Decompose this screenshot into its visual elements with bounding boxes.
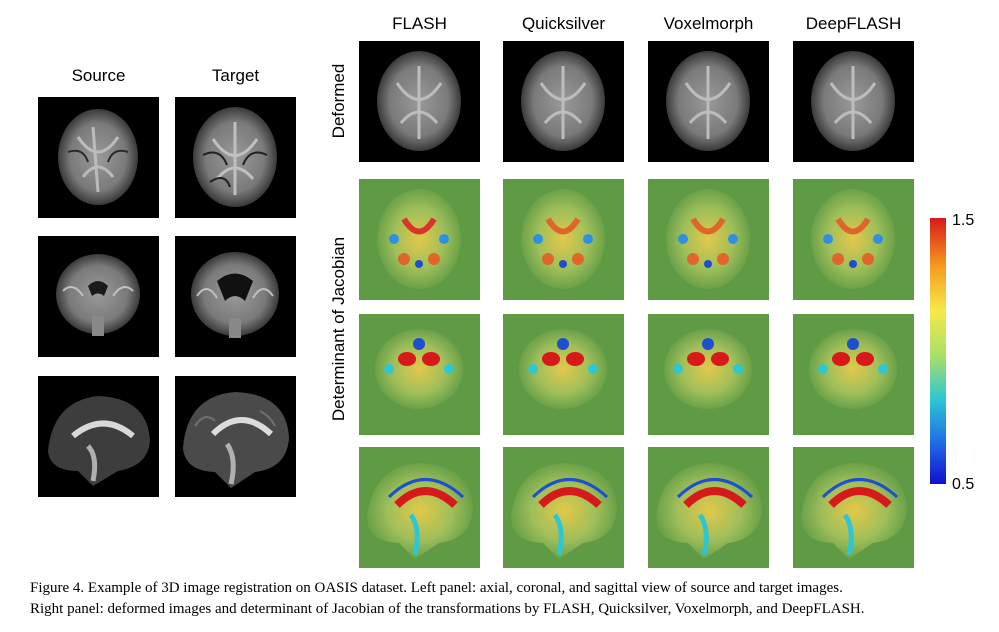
jacobian-sagittal-flash-image (359, 447, 480, 568)
colorbar-min-label: 0.5 (952, 476, 975, 493)
jacobian-sagittal-deepflash-image (793, 447, 914, 568)
source-header: Source (71, 66, 126, 85)
deformed-deepflash-image (793, 41, 914, 162)
source-coronal-image (38, 236, 159, 357)
method-header-flash: FLASH (392, 14, 447, 33)
jacobian-axial-quicksilver-image (503, 179, 624, 300)
row-label-jacobian: Determinant of Jacobian (329, 236, 348, 422)
deformed-voxelmorph-image (648, 41, 769, 162)
method-header-voxelmorph: Voxelmorph (663, 14, 754, 33)
jacobian-coronal-voxelmorph-image (648, 314, 769, 435)
target-axial-image (175, 97, 296, 218)
target-header: Target (211, 66, 260, 85)
target-sagittal-image (175, 376, 296, 497)
jacobian-sagittal-voxelmorph-image (648, 447, 769, 568)
colorbar (930, 218, 946, 484)
deformed-quicksilver-image (503, 41, 624, 162)
jacobian-axial-voxelmorph-image (648, 179, 769, 300)
row-label-deformed: Deformed (329, 63, 348, 139)
source-axial-image (38, 97, 159, 218)
caption-line-1: Figure 4. Example of 3D image registrati… (30, 580, 843, 596)
jacobian-axial-deepflash-image (793, 179, 914, 300)
method-header-deepflash: DeepFLASH (805, 14, 902, 33)
source-sagittal-image (38, 376, 159, 497)
figure-caption: Figure 4. Example of 3D image registrati… (30, 578, 980, 620)
jacobian-axial-flash-image (359, 179, 480, 300)
jacobian-sagittal-quicksilver-image (503, 447, 624, 568)
colorbar-max-label: 1.5 (952, 212, 975, 229)
target-coronal-image (175, 236, 296, 357)
method-header-quicksilver: Quicksilver (521, 14, 606, 33)
caption-line-2: Right panel: deformed images and determi… (30, 601, 865, 617)
jacobian-coronal-deepflash-image (793, 314, 914, 435)
jacobian-coronal-quicksilver-image (503, 314, 624, 435)
jacobian-coronal-flash-image (359, 314, 480, 435)
deformed-flash-image (359, 41, 480, 162)
